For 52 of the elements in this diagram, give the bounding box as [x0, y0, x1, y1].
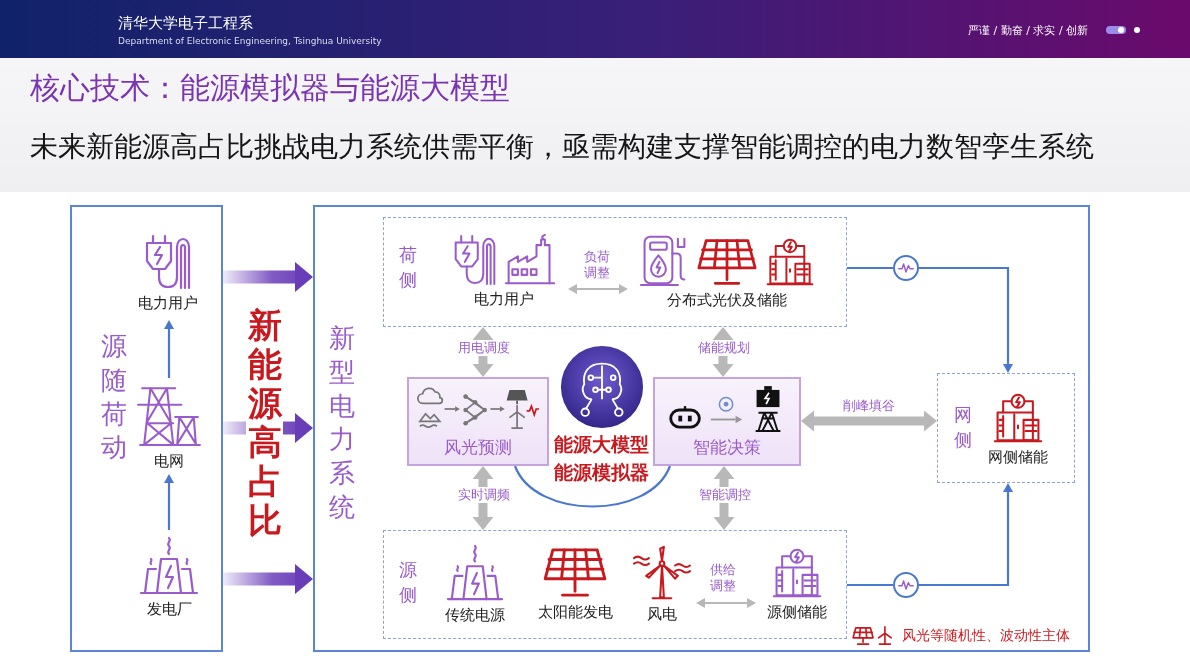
card-title: 风光预测	[444, 436, 512, 459]
arrow	[223, 262, 313, 292]
edge-label: 负荷调整	[583, 249, 611, 282]
double-arrow	[801, 410, 937, 432]
edge-label: 供给调整	[709, 562, 737, 595]
outline-panel	[313, 205, 1090, 652]
item-label: 分布式光伏及储能	[667, 290, 787, 310]
dashed-group-panel	[937, 373, 1075, 483]
item-label: 电力用户	[474, 289, 534, 309]
item-label: 发电厂	[146, 599, 192, 619]
edge-label: 实时调频	[457, 487, 511, 504]
item-label: 太阳能发电	[537, 602, 613, 622]
edge-label: 新能源高占比	[246, 306, 284, 541]
slide-title: 核心技术：能源模拟器与能源大模型	[30, 70, 510, 106]
connector-line	[514, 465, 671, 508]
double-arrow	[696, 598, 756, 608]
legend-label: 风光等随机性、波动性主体	[902, 627, 1070, 645]
motto-text: 严谨 / 勤奋 / 求实 / 创新	[968, 23, 1089, 38]
pulse-circle	[893, 255, 919, 281]
pulse-circle	[893, 572, 919, 598]
item-label: 源侧储能	[767, 602, 827, 622]
item-label: 传统电源	[445, 605, 505, 625]
outline-panel	[70, 205, 223, 652]
subtitle-text: 未来新能源高占比挑战电力系统供需平衡，亟需构建支撑智能调控的电力数智孪生系统	[30, 130, 1094, 164]
group-heading: 网侧	[953, 403, 973, 453]
arrow	[919, 483, 1013, 587]
arrow	[164, 320, 174, 378]
edge-label: 用电调度	[457, 340, 511, 357]
edge-label: 削峰填谷	[842, 398, 896, 415]
edge-label: 储能规划	[697, 340, 751, 357]
connector-line	[847, 583, 893, 587]
department-name: 清华大学电子工程系	[118, 14, 253, 33]
group-heading: 源随荷动	[100, 330, 129, 465]
function-card	[407, 377, 549, 466]
department-name-english: Department of Electronic Engineering, Tsinghua University	[118, 36, 382, 46]
group-heading: 源侧	[398, 558, 418, 608]
arrow	[919, 266, 1013, 373]
group-heading: 新型电力系统	[328, 322, 357, 524]
item-label: 网侧储能	[988, 447, 1048, 467]
edge-label: 智能调控	[698, 487, 752, 504]
item-label: 风电	[647, 604, 677, 624]
arrow	[164, 474, 174, 530]
double-arrow	[568, 284, 628, 294]
item-label: 电力用户	[138, 293, 198, 313]
card-title: 智能决策	[693, 436, 761, 459]
item-label: 电网	[154, 451, 184, 471]
model-name: 能源大模型	[554, 433, 649, 457]
connector-line	[847, 266, 893, 270]
arrow	[223, 564, 313, 594]
function-card	[653, 377, 801, 466]
group-heading: 荷侧	[398, 243, 418, 293]
model-name: 能源模拟器	[554, 461, 649, 485]
